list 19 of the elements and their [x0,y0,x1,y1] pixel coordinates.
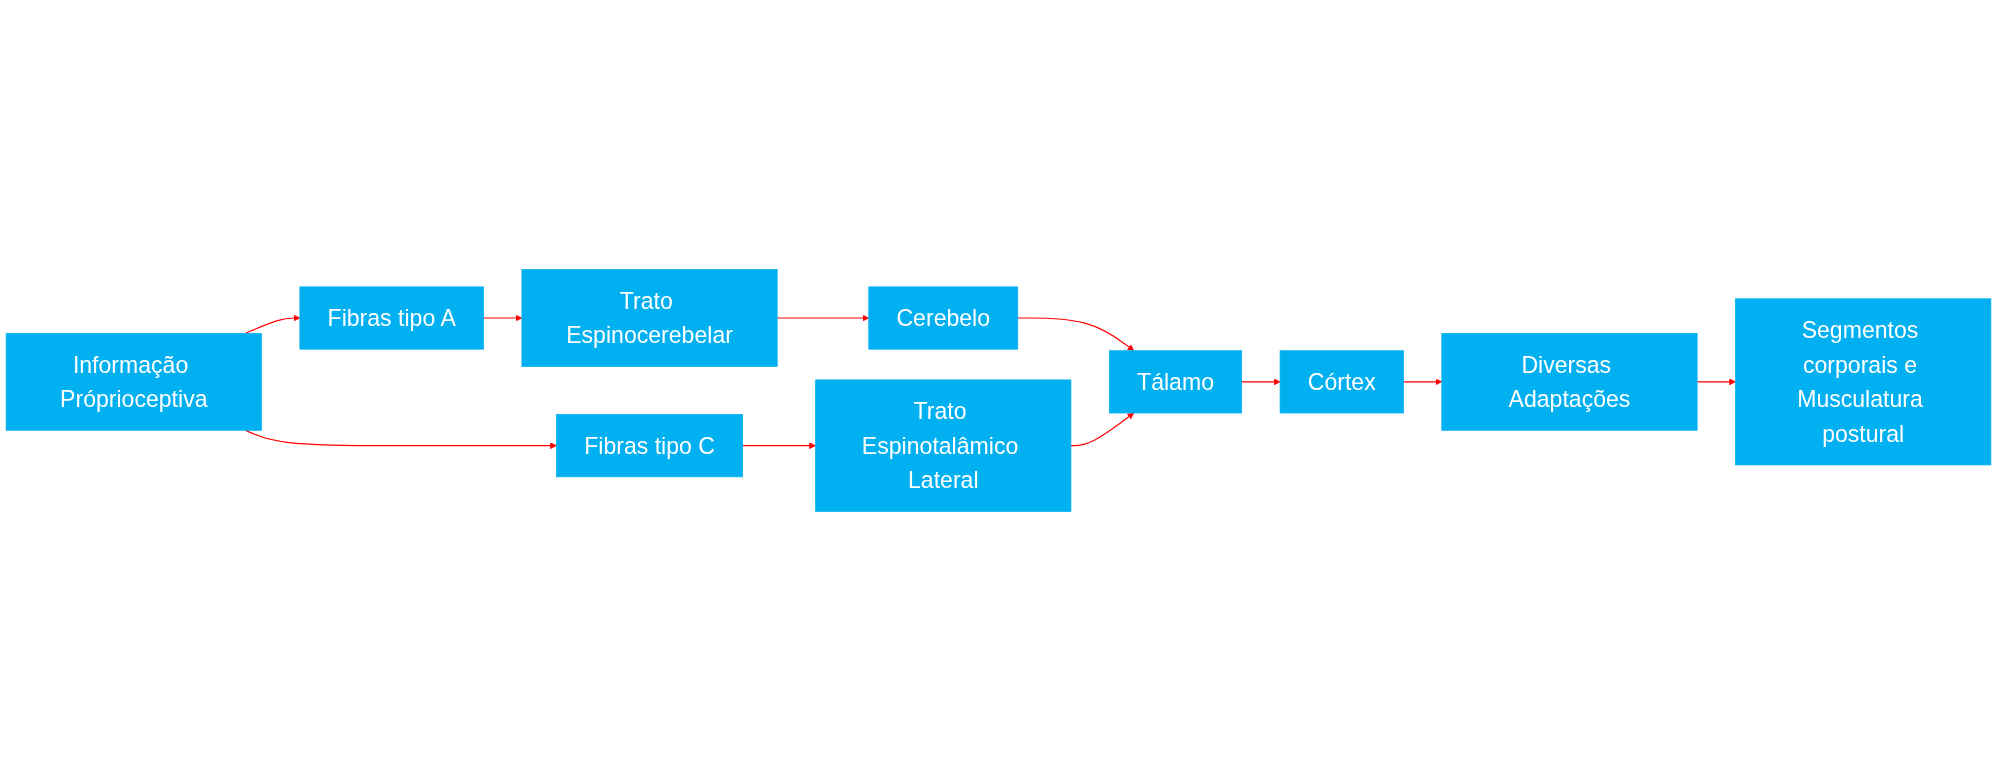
node-box: Cerebelo [868,286,1019,350]
node-box: Trato Espinotalâmico Lateral [815,379,1072,512]
arrow [1070,412,1135,447]
node-box: Segmentos corporais e Musculatura postural [1735,298,1992,466]
arrow [1017,317,1135,351]
arrow [1402,378,1443,386]
node-box: Tálamo [1108,350,1243,414]
node-box: Informação Próprioceptiva [5,333,262,431]
arrow [1241,378,1281,386]
node-box: Córtex [1279,350,1404,414]
arrow [1696,378,1736,386]
node-box: Fibras tipo C [556,414,743,478]
arrow [742,442,816,450]
arrow [244,314,301,334]
node-box: Diversas Adaptações [1441,333,1698,431]
arrow [482,314,523,322]
arrow [776,314,870,322]
node-box: Trato Espinocerebelar [521,269,778,367]
node-box: Fibras tipo A [299,286,484,350]
